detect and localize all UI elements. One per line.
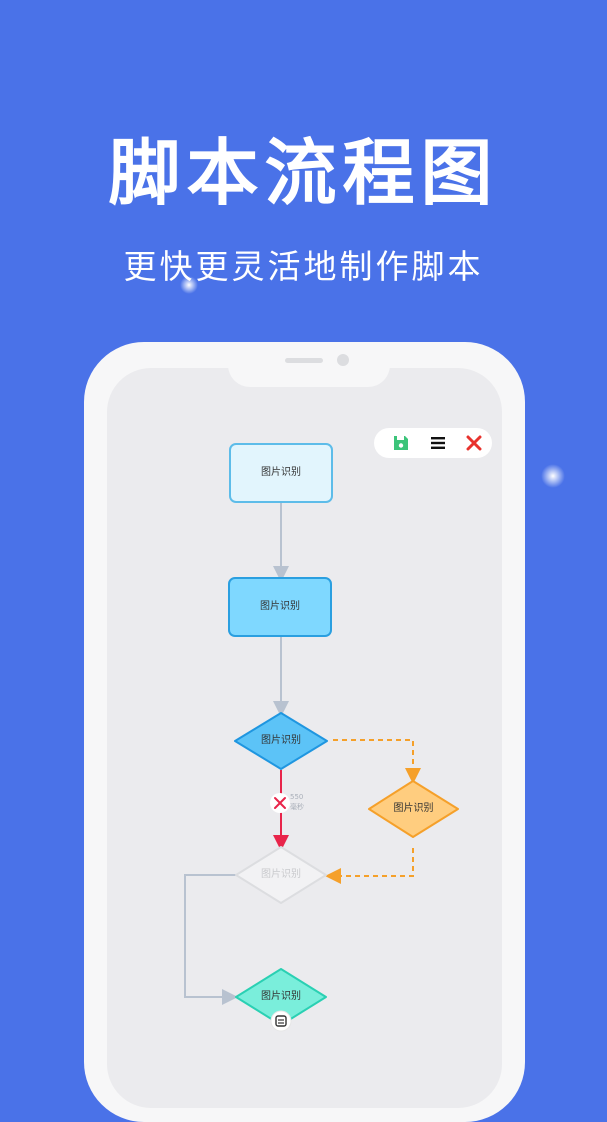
flow-node-4[interactable] — [368, 780, 459, 838]
save-button[interactable] — [386, 428, 416, 458]
flow-node-5[interactable] — [235, 846, 327, 904]
sparkle-dot — [541, 464, 565, 488]
save-icon — [394, 436, 408, 450]
phone-speaker — [285, 358, 323, 363]
phone-notch — [228, 360, 390, 387]
close-icon — [466, 435, 482, 451]
menu-button[interactable] — [423, 428, 453, 458]
log-icon — [275, 1015, 287, 1027]
delay-unit: 毫秒 — [290, 803, 304, 811]
close-button[interactable] — [459, 428, 489, 458]
flow-node-1-label: 图片识别 — [261, 467, 301, 478]
delay-value: 550 — [290, 793, 304, 801]
flow-node-2[interactable] — [228, 577, 332, 637]
page-title: 脚本流程图 — [108, 131, 499, 215]
node-log-button[interactable] — [270, 1010, 292, 1032]
flow-node-3-label: 图片识别 — [261, 735, 301, 746]
menu-icon — [431, 437, 445, 449]
editor-toolbar — [374, 428, 492, 458]
page-subtitle: 更快更灵活地制作脚本 — [123, 247, 484, 286]
flow-node-3[interactable] — [234, 712, 328, 770]
flowchart-canvas — [184, 443, 459, 1032]
connector-3-4-true — [333, 739, 421, 784]
connector-4-5 — [325, 848, 414, 884]
sparkle-dot — [180, 276, 198, 294]
connector-5-6 — [184, 874, 238, 1005]
flow-node-5-label: 图片识别 — [261, 869, 301, 880]
phone-camera — [337, 354, 349, 366]
flow-node-1[interactable] — [229, 443, 333, 503]
flow-node-4-label: 图片识别 — [393, 803, 434, 814]
flow-node-6-label: 图片识别 — [261, 991, 301, 1002]
flow-node-2-label: 图片识别 — [260, 601, 300, 612]
delete-icon — [274, 797, 286, 809]
